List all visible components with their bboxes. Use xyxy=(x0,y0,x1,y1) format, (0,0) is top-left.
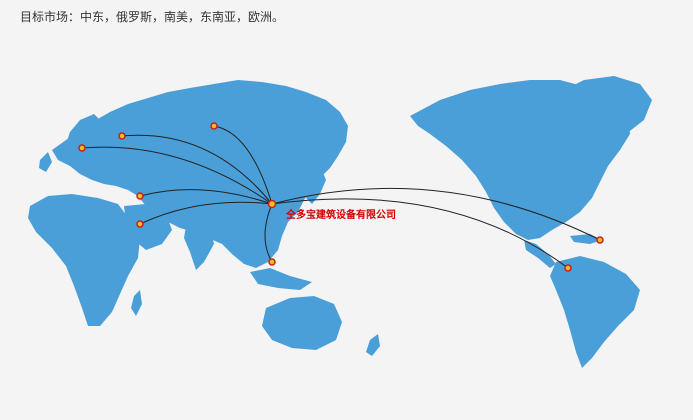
route-to-russia-west xyxy=(121,134,273,205)
land-south-america xyxy=(550,256,640,368)
land-central-america xyxy=(524,240,556,268)
land-madagascar xyxy=(131,290,142,316)
marker-russia-west xyxy=(118,132,126,140)
landmasses xyxy=(28,76,652,368)
marker-south-america xyxy=(564,264,572,272)
marker-origin-china xyxy=(267,199,277,209)
land-africa xyxy=(28,194,140,326)
marker-caribbean xyxy=(596,236,604,244)
land-british-isles xyxy=(39,152,52,172)
route-to-russia-east xyxy=(213,125,273,205)
marker-russia-east xyxy=(210,122,218,130)
marker-middle-east-turkey xyxy=(136,192,144,200)
land-india xyxy=(184,226,214,270)
marker-middle-east-arabia xyxy=(136,220,144,228)
trade-routes xyxy=(81,125,601,269)
route-to-caribbean xyxy=(271,187,601,241)
land-eurasia xyxy=(52,80,348,268)
destination-markers xyxy=(78,122,604,272)
land-north-america xyxy=(410,80,630,240)
route-to-middle-east-arabia xyxy=(139,201,273,225)
marker-europe xyxy=(78,144,86,152)
route-to-middle-east-turkey xyxy=(139,189,273,205)
marker-southeast-asia xyxy=(268,258,276,266)
page-title: 目标市场：中东，俄罗斯，南美，东南亚，欧洲。 xyxy=(20,10,285,24)
land-new-zealand xyxy=(366,334,380,356)
company-label: 仝多宝建筑设备有限公司 xyxy=(286,210,396,221)
land-australia xyxy=(262,296,342,350)
land-southeast-asia xyxy=(250,268,312,290)
route-to-southeast-asia xyxy=(264,203,273,263)
route-to-europe xyxy=(81,146,273,205)
land-scandinavia xyxy=(64,114,102,152)
land-greenland xyxy=(560,76,652,136)
route-to-south-america xyxy=(271,198,569,269)
